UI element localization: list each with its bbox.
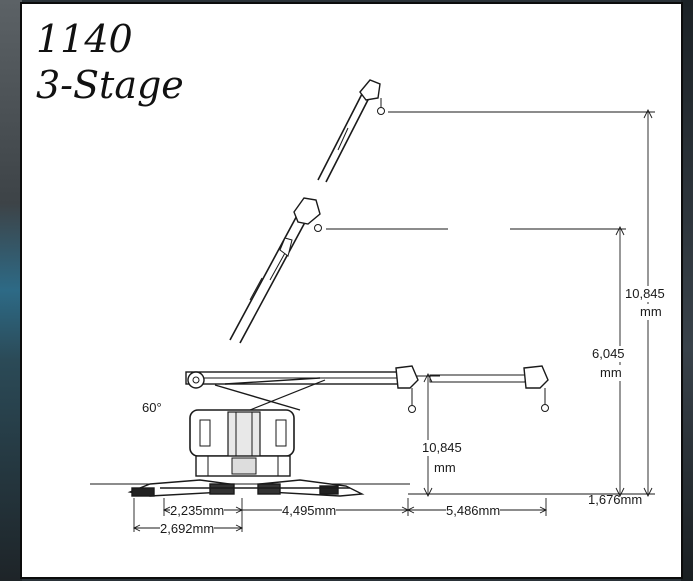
horizontal-height-unit: mm — [434, 460, 456, 476]
boom-horizontal — [185, 365, 549, 413]
base-height-label: 1,676mm — [588, 492, 643, 507]
outriggers — [127, 479, 365, 497]
outrigger-outer-label: 2,692mm — [160, 521, 215, 537]
mid-height-unit: mm — [600, 365, 622, 381]
max-height-value: 10,845 — [625, 286, 665, 302]
angle-label: 60° — [142, 400, 162, 415]
boom-mid-elevation — [229, 197, 322, 344]
outrigger-inner-label: 2,235mm — [170, 503, 225, 519]
background-left-strip — [0, 0, 22, 581]
boom-base-reach-label: 4,495mm — [282, 503, 337, 519]
boom-max-elevation — [317, 79, 385, 183]
mid-height-value: 6,045 — [592, 346, 625, 362]
crane-body — [189, 409, 295, 477]
background-right-strip — [681, 0, 693, 581]
max-height-unit: mm — [640, 304, 662, 320]
model-number: 1140 — [36, 17, 133, 61]
boom-extension-reach-label: 5,486mm — [446, 503, 501, 519]
model-variant: 3-Stage — [36, 63, 184, 107]
drawing-sheet — [20, 2, 683, 579]
horizontal-height-value: 10,845 — [422, 440, 462, 456]
